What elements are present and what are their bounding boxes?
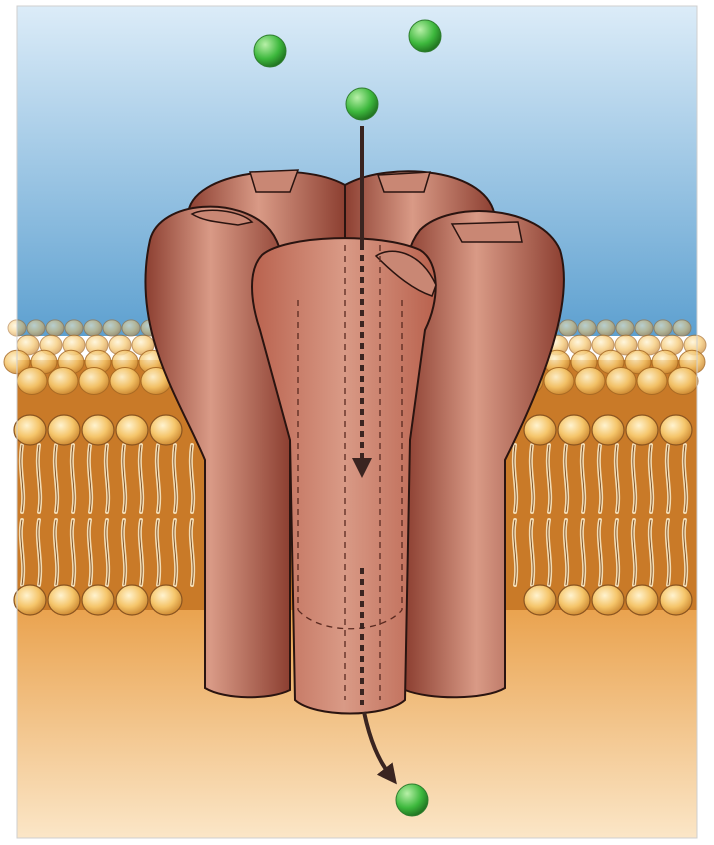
lipid-head [592, 415, 624, 445]
lipid-head [660, 585, 692, 615]
ion-channel-protein [145, 170, 564, 714]
lipid-head [559, 320, 577, 336]
ion [396, 784, 428, 816]
lipid-head [150, 415, 182, 445]
subunit-pocket [452, 222, 522, 242]
lipid-head [524, 415, 556, 445]
lipid-head [544, 368, 574, 395]
lipid-head [626, 585, 658, 615]
subunit-pocket [378, 172, 430, 192]
lipid-head [597, 320, 615, 336]
lipid-head [524, 585, 556, 615]
lipid-head [654, 320, 672, 336]
lipid-head [103, 320, 121, 336]
lipid-head [82, 415, 114, 445]
lipid-head [558, 415, 590, 445]
ion [346, 88, 378, 120]
lipid-head [660, 415, 692, 445]
lipid-head [626, 415, 658, 445]
lipid-head [616, 320, 634, 336]
lipid-head [673, 320, 691, 336]
lipid-head [65, 320, 83, 336]
lipid-head [150, 585, 182, 615]
lipid-head [668, 368, 698, 395]
lipid-head [79, 368, 109, 395]
lipid-head [110, 368, 140, 395]
lipid-head [122, 320, 140, 336]
lipid-head [17, 368, 47, 395]
lipid-head [14, 585, 46, 615]
ion [409, 20, 441, 52]
lipid-head [606, 368, 636, 395]
lipid-head [116, 585, 148, 615]
subunit-pocket [250, 170, 298, 192]
lipid-head [635, 320, 653, 336]
lipid-head [575, 368, 605, 395]
lipid-head [578, 320, 596, 336]
lipid-head [84, 320, 102, 336]
lipid-head [27, 320, 45, 336]
ion [254, 35, 286, 67]
lipid-head [558, 585, 590, 615]
lipid-head [48, 585, 80, 615]
lipid-head [637, 368, 667, 395]
lipid-head [82, 585, 114, 615]
lipid-head [14, 415, 46, 445]
lipid-head [46, 320, 64, 336]
lipid-head [48, 368, 78, 395]
lipid-head [592, 585, 624, 615]
lipid-head [116, 415, 148, 445]
lipid-head [48, 415, 80, 445]
